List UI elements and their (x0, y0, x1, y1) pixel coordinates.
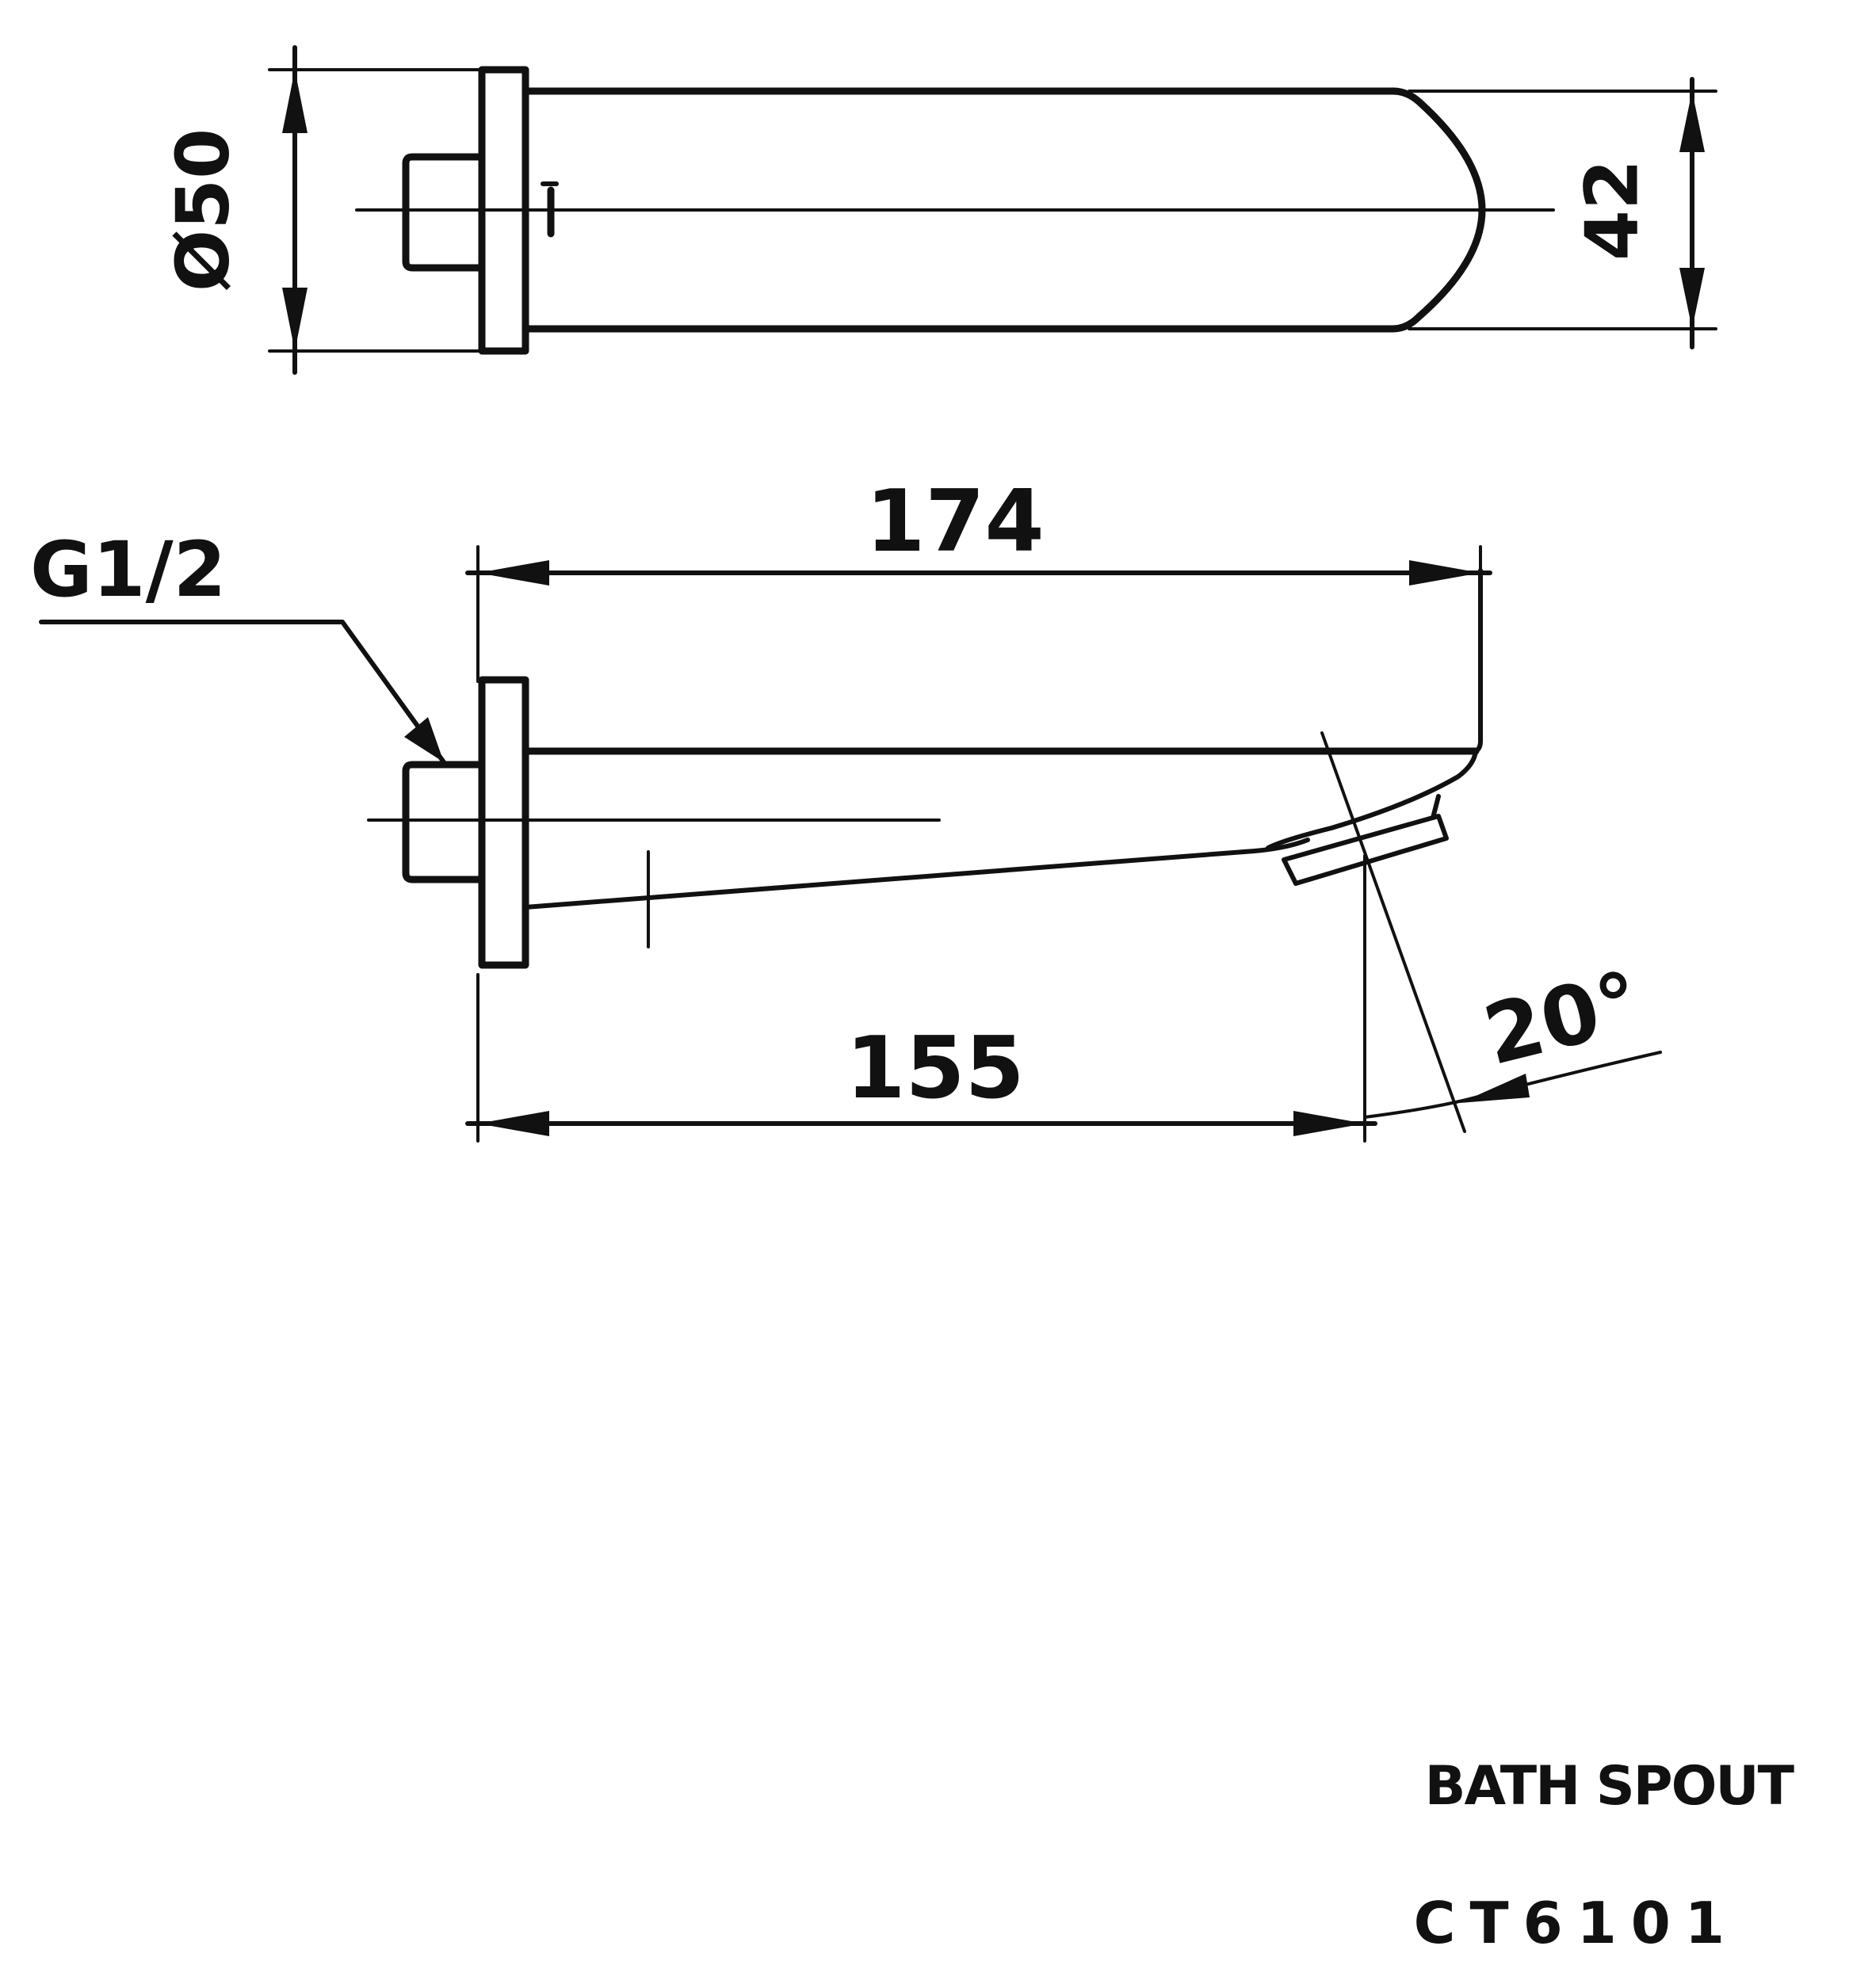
angle-arrow (1460, 1074, 1530, 1103)
projection-arrow-left (478, 1111, 549, 1136)
side-flange (478, 676, 529, 969)
angle-label: 20° (1475, 952, 1649, 1084)
thread-leader-arrow (404, 717, 444, 762)
length-arrow-right (1409, 560, 1480, 586)
height-label: 42 (1569, 159, 1654, 261)
projection-label: 155 (846, 1019, 1024, 1118)
side-connector (402, 761, 486, 883)
model-number: CT6101 (1413, 1890, 1739, 1956)
outlet-aerator (1282, 814, 1449, 886)
diameter-arrow-top (282, 70, 308, 133)
length-label: 174 (865, 472, 1044, 571)
side-spout-nose (1266, 749, 1478, 850)
diameter-label: Ø50 (160, 128, 245, 292)
thread-label: G1/2 (30, 525, 226, 614)
thread-leader (39, 620, 446, 765)
top-view: Ø50 42 (160, 45, 1717, 375)
drawing-title: BATH SPOUT (1424, 1755, 1794, 1818)
top-connector (402, 153, 486, 272)
diameter-arrow-bottom (282, 288, 308, 351)
height-arrow-bottom (1679, 268, 1705, 329)
projection-arrow-right (1293, 1111, 1365, 1136)
side-view: G1/2 174 155 20° (30, 472, 1662, 1143)
side-spout-underside (523, 838, 1310, 910)
length-arrow-left (478, 560, 549, 586)
height-arrow-top (1679, 91, 1705, 152)
outlet-axis-angled (1320, 731, 1466, 1133)
